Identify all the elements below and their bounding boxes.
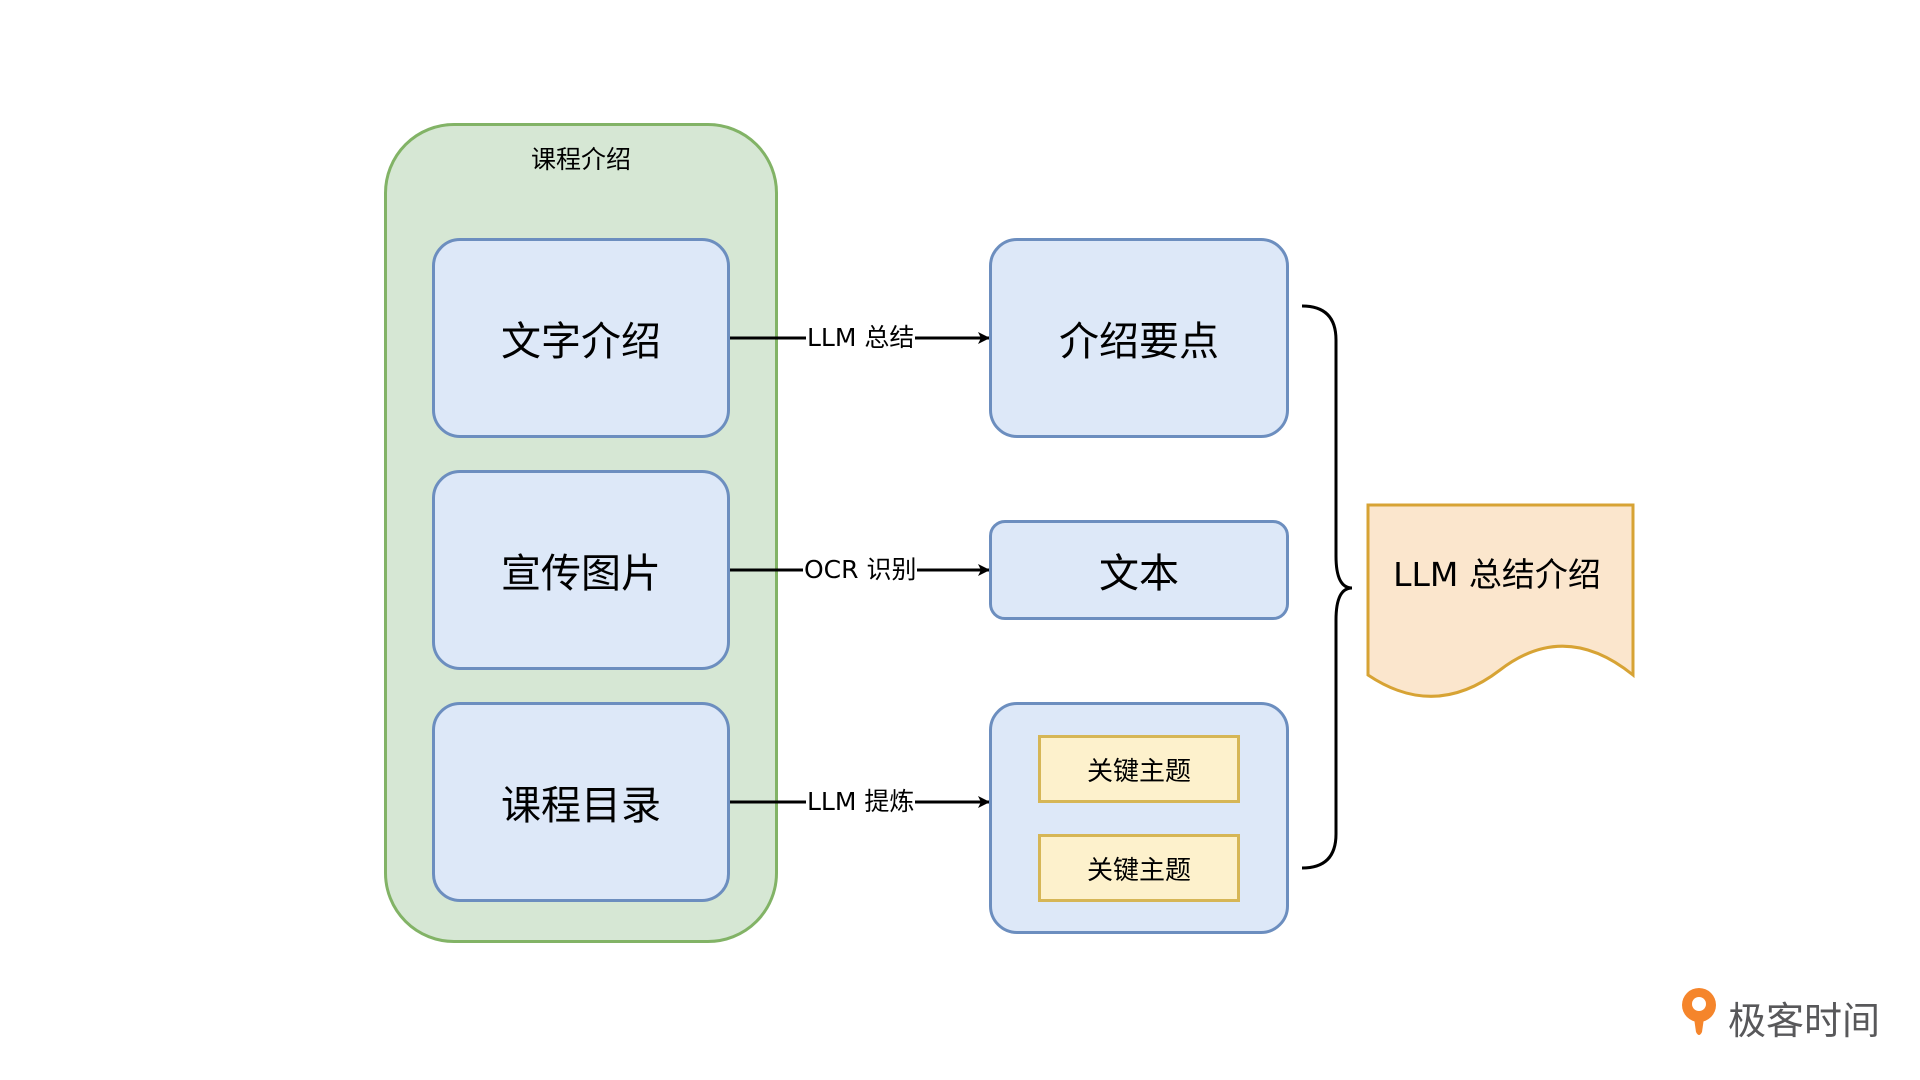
geektime-logo-icon xyxy=(1682,988,1716,1035)
output-document-shape xyxy=(1366,503,1635,698)
output-label: LLM 总结介绍 xyxy=(1393,555,1601,594)
logo-text: 极客时间 xyxy=(1728,999,1881,1043)
edge-label-extract: LLM 提炼 xyxy=(806,786,916,818)
edge-label-ocr: OCR 识别 xyxy=(803,554,918,586)
brace xyxy=(1301,304,1353,870)
result-key-points: 介绍要点 xyxy=(989,238,1289,438)
group-title: 课程介绍 xyxy=(530,145,631,174)
source-course-catalog: 课程目录 xyxy=(432,702,730,902)
result-text: 文本 xyxy=(989,520,1289,620)
geektime-logo: 极客时间 xyxy=(1678,984,1888,1043)
source-text-intro: 文字介绍 xyxy=(432,238,730,438)
key-topic-tag: 关键主题 xyxy=(1038,735,1240,803)
source-promo-image: 宣传图片 xyxy=(432,470,730,670)
edge-label-summarize: LLM 总结 xyxy=(806,322,916,354)
key-topic-tag: 关键主题 xyxy=(1038,834,1240,902)
